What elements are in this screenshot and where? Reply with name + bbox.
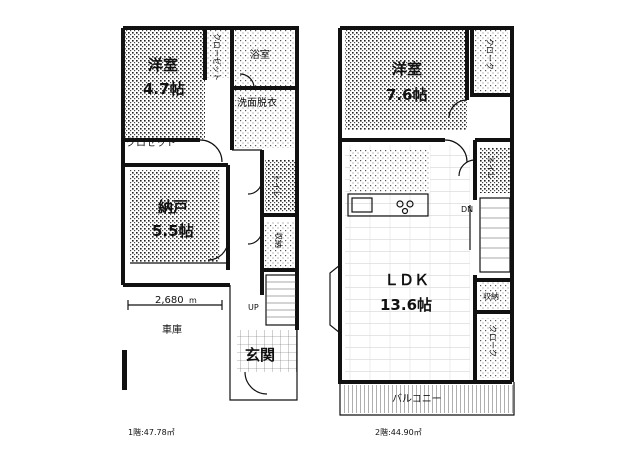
floor1-youshitsu-area [123, 28, 205, 140]
floor2-balcony-label: バルコニー [392, 393, 442, 405]
floor1-senmen-area [235, 88, 295, 148]
floor1-youshitsu-size: 4.7帖 [143, 80, 185, 98]
floor1-closet-label: クロセット [126, 137, 176, 149]
floor1-nando-area [130, 170, 220, 262]
floor2-ldk-size: 13.6帖 [380, 296, 432, 314]
floor1-toilet-area [265, 160, 295, 212]
floor2-balcony-area [343, 385, 513, 413]
floor2-youshitsu-size: 7.6帖 [386, 86, 428, 104]
floor1-dimension: 2,680 [155, 295, 184, 306]
floor1-bath-area [235, 28, 295, 88]
floor1-senmen-label: 洗面脱衣 [237, 96, 277, 109]
floor2-cloak-right-area [480, 318, 510, 378]
floor2-stairs [469, 197, 511, 273]
floor1-area: 1階:47.78㎡ [128, 427, 175, 437]
floor1-closet-top-area [205, 28, 230, 78]
floor2-youshitsu-area [345, 30, 467, 130]
floor1-garage-label: 車庫 [162, 323, 182, 336]
floor2-storage-label: 収納 [483, 291, 499, 301]
floor1-toilet-label: トイレ [272, 174, 281, 198]
floor2-ldk-name: ＬＤＫ [384, 271, 429, 289]
floor2-area: 2階:44.90㎡ [375, 427, 422, 437]
floor1-youshitsu-name: 洋室 [148, 56, 178, 74]
floor1-closet-top-label: クローゼット [212, 33, 222, 81]
floor2-youshitsu-name: 洋室 [392, 60, 422, 78]
floor1-nando-name: 納戸 [158, 198, 188, 216]
floor1-up-label: UP [248, 303, 259, 312]
floor2-cloak-top-label: クローク [485, 38, 494, 70]
floor2-kitchen-area [350, 150, 430, 192]
floor1-nando-size: 5.5帖 [152, 222, 194, 240]
floor1-storage-label: 収納 [274, 232, 284, 248]
floor2-toilet-label: トイレ [486, 156, 495, 180]
floor2-cloak-top-area [470, 30, 508, 95]
floor1-plan: 洋室 4.7帖 クローゼット 浴室 洗面脱衣 クロセット 納戸 5.5帖 トイレ… [121, 26, 299, 437]
floor1-entrance-label: 玄関 [245, 346, 275, 364]
floor1-garage-post [122, 350, 127, 390]
floor1-stairs [265, 274, 297, 326]
floor2-cloak-right-label: クローク [488, 325, 497, 357]
floor2-storage-area [480, 282, 510, 310]
floor1-storage-area [265, 222, 295, 270]
floor1-dimension-unit: m [189, 296, 197, 305]
floor1-entrance-area [237, 330, 297, 372]
floor2-toilet-area [480, 148, 510, 193]
floor2-dn-label: DN [461, 205, 473, 214]
floor1-bath-label: 浴室 [250, 48, 270, 61]
floor2-plan: 洋室 7.6帖 クローク トイレ DN ＬＤＫ 13.6帖 収納 クローク バル… [329, 26, 515, 437]
